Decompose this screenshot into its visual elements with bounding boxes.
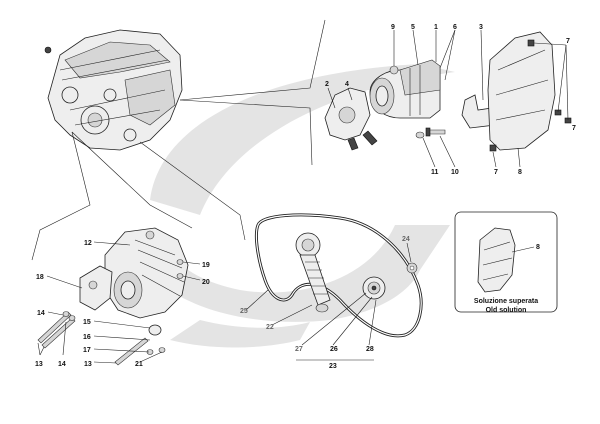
callout-16: 16 — [83, 334, 91, 341]
callout-26: 26 — [330, 346, 338, 353]
callout-2: 2 — [325, 81, 329, 88]
callout-7: 7 — [572, 125, 576, 132]
callout-27: 27 — [295, 346, 303, 353]
callout-8: 8 — [536, 244, 540, 251]
callout-3: 3 — [479, 24, 483, 31]
callout-9: 9 — [391, 24, 395, 31]
nut-9 — [389, 65, 399, 75]
callout-22: 22 — [266, 324, 274, 331]
inset-caption-english: Old solution — [486, 307, 527, 314]
belt-leader-lines — [245, 242, 412, 361]
drive-belt — [254, 213, 423, 338]
callout-19: 19 — [202, 262, 210, 269]
callout-18: 18 — [36, 274, 44, 281]
starter-motor — [369, 59, 441, 119]
alternator — [104, 227, 189, 319]
engine-leader-lines — [31, 19, 326, 261]
callout-5: 5 — [411, 24, 415, 31]
callout-11: 11 — [431, 169, 439, 176]
callout-20: 20 — [202, 279, 210, 286]
inset-old-solution — [454, 211, 558, 313]
callout-10: 10 — [451, 169, 459, 176]
idler-pulley — [362, 276, 386, 300]
washer-11 — [415, 131, 425, 139]
callout-15: 15 — [83, 319, 91, 326]
callout-7: 7 — [494, 169, 498, 176]
callout-17: 17 — [83, 347, 91, 354]
nut-24 — [406, 262, 418, 274]
callout-14: 14 — [58, 361, 66, 368]
callout-23: 23 — [329, 363, 337, 370]
callout-labels: 1 2 3 4 5 6 7 7 7 8 8 9 10 11 12 13 13 1… — [35, 24, 576, 370]
callout-21: 21 — [135, 361, 143, 368]
callout-14: 14 — [37, 310, 45, 317]
belt-tensioner — [295, 232, 331, 313]
callout-8: 8 — [518, 169, 522, 176]
callout-12: 12 — [84, 240, 92, 247]
alternator-leader-lines — [37, 241, 201, 364]
engine-assembly — [44, 29, 183, 151]
starter-leader-lines — [327, 29, 569, 168]
callout-6: 6 — [453, 24, 457, 31]
inset-caption-italian: Soluzione superata — [474, 298, 538, 305]
callout-24: 24 — [402, 236, 410, 243]
callout-1: 1 — [434, 24, 438, 31]
bolt-10 — [425, 127, 446, 137]
starter-bracket — [324, 87, 378, 151]
callout-13: 13 — [84, 361, 92, 368]
callout-25: 25 — [240, 308, 248, 315]
callout-4: 4 — [345, 81, 349, 88]
alternator-bracket — [79, 265, 113, 311]
heat-shield — [487, 31, 572, 152]
callout-28: 28 — [366, 346, 374, 353]
callout-13: 13 — [35, 361, 43, 368]
callout-7: 7 — [566, 38, 570, 45]
